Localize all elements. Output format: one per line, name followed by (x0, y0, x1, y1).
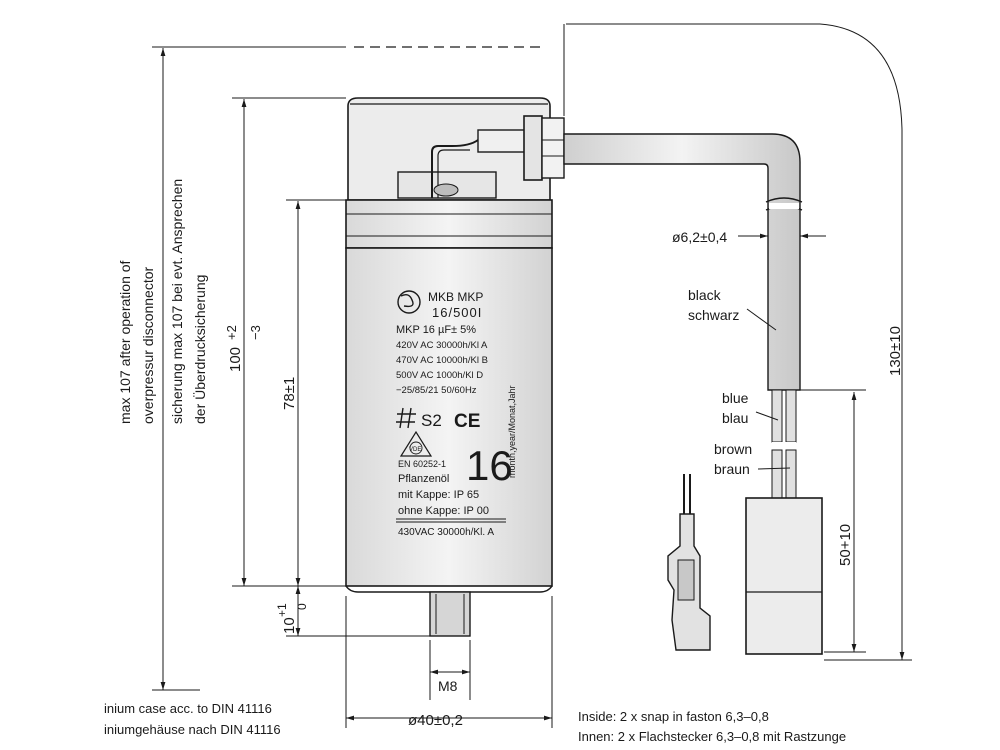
stud-length: 10 (281, 617, 298, 634)
height-total-tol-upper: +2 (224, 325, 239, 340)
wire-blue-de: blau (722, 410, 748, 426)
stud-length-tol-upper: +1 (275, 603, 289, 617)
ce-mark: CE (454, 411, 480, 432)
wire-brown-de: braun (714, 461, 750, 477)
aluminium-can (345, 247, 553, 587)
height-total-tol-lower: −3 (248, 325, 263, 340)
dimension-labels: max 107 after operation of overpressur d… (104, 179, 904, 744)
rating-line-4: −25/85/21 50/60Hz (396, 385, 477, 396)
label-line-3: MKP 16 µF± 5% (396, 324, 476, 336)
cable-length: 130±10 (887, 326, 904, 376)
wire-black-en: black (688, 287, 722, 303)
faston-terminal-icon (667, 474, 711, 651)
wire-blue-en: blue (722, 390, 749, 406)
note-inside-en: Inside: 2 x snap in faston 6,3–0,8 (578, 709, 769, 724)
oil-text: Pflanzenöl (398, 473, 449, 485)
max107-en-1: max 107 after operation of (117, 260, 133, 424)
cable-gland (477, 129, 529, 153)
standard-text: EN 60252-1 (398, 459, 446, 469)
rating-line-1: 420V AC 30000h/Kl A (396, 340, 488, 351)
brown-wire (785, 389, 797, 443)
can-diameter: ø40±0,2 (408, 712, 463, 729)
label-line-1: MKB MKP (428, 290, 483, 304)
capacitor-body (345, 97, 565, 637)
hash-symbol-icon (396, 407, 416, 429)
stud-length-tol-lower: 0 (295, 603, 309, 610)
rating-line-3: 500V AC 1000h/Kl D (396, 370, 483, 381)
dimension-lines (152, 23, 912, 728)
cable-assembly (563, 133, 823, 655)
thread-size: M8 (438, 678, 458, 694)
max107-de-2: der Überdrucksicherung (191, 275, 208, 424)
threaded-stud-m8 (429, 591, 471, 637)
connector-boot (745, 497, 823, 655)
ip-without-cap: ohne Kappe: IP 00 (398, 505, 489, 517)
month-year-note: month,year/Monat,Jahr (507, 385, 517, 478)
svg-text:VDE: VDE (409, 447, 421, 453)
note-inside-de: Innen: 2 x Flachstecker 6,3–0,8 mit Rast… (578, 729, 846, 744)
vde-mark-icon: VDE (399, 430, 433, 457)
height-body: 78±1 (281, 377, 298, 410)
note-case-de: iniumgehäuse nach DIN 41116 (104, 722, 281, 737)
can-label: MKB MKP 16/500I MKP 16 µF± 5% 420V AC 30… (396, 290, 517, 538)
capacitance-large: 16 (466, 442, 513, 489)
rating-430: 430VAC 30000h/Kl. A (398, 527, 494, 538)
max107-de-1: sicherung max 107 bei evt. Ansprechen (169, 179, 185, 424)
s2-mark: S2 (421, 411, 442, 430)
label-line-2: 16/500I (432, 305, 482, 320)
cable-sheath (563, 133, 801, 391)
height-total: 100 (227, 347, 244, 372)
note-case-en: inium case acc. to DIN 41116 (104, 701, 272, 716)
lead-length: 50+10 (837, 524, 854, 566)
max107-en-2: overpressur disconnector (140, 266, 156, 424)
ip-with-cap: mit Kappe: IP 65 (398, 489, 479, 501)
wire-black-de: schwarz (688, 307, 739, 323)
blue-wire (771, 389, 783, 443)
wire-brown-en: brown (714, 441, 752, 457)
rating-line-2: 470V AC 10000h/Kl B (396, 355, 488, 366)
manufacturer-logo-icon (397, 290, 421, 314)
cable-diameter: ø6,2±0,4 (672, 229, 727, 245)
